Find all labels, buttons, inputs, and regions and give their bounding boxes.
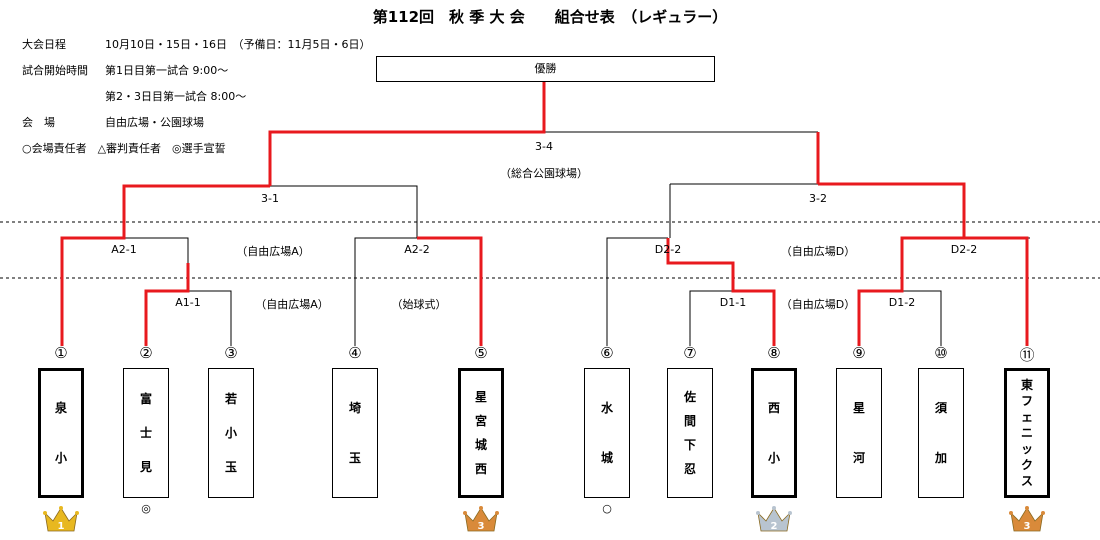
team-name-char: 須 xyxy=(934,401,947,415)
match-label-a2-2: A2-2 xyxy=(404,243,430,256)
team-name-char: 加 xyxy=(934,451,947,465)
venue-label: 会 場 xyxy=(22,116,55,129)
team-name-box: 若小玉 xyxy=(208,368,254,498)
schedule-label: 大会日程 xyxy=(22,38,66,51)
team-name-char: 西 xyxy=(767,401,780,415)
team-name-char: 間 xyxy=(683,414,696,428)
team-number: ④ xyxy=(348,344,362,362)
team-name-char: ッ xyxy=(1020,442,1033,456)
team-name-char: 城 xyxy=(474,438,487,452)
team-name-char: 小 xyxy=(224,426,237,440)
team-number: ① xyxy=(54,344,68,362)
crown-rank-label: 3 xyxy=(1024,521,1031,532)
team-name-char: 城 xyxy=(600,451,613,465)
team-name-char: 若 xyxy=(224,392,237,406)
team-name-box: 星宮城西 xyxy=(458,368,504,498)
match-label-a2-1: A2-1 xyxy=(111,243,137,256)
team-number: ⑨ xyxy=(852,344,866,362)
venue-final: （総合公園球場） xyxy=(500,167,588,180)
team-name-box: 水城 xyxy=(584,368,630,498)
team-name-char: ェ xyxy=(1020,410,1033,424)
start-time-value-2: 第2・3日目第一試合 8:00～ xyxy=(105,90,247,103)
team-name-char: 忍 xyxy=(683,462,696,476)
team-name-char: 星 xyxy=(852,401,865,415)
match-label-d1-1: D1-1 xyxy=(719,296,747,309)
team-name-char: フ xyxy=(1020,394,1033,408)
venue-value: 自由広場・公園球場 xyxy=(105,116,204,129)
team-number: ⑤ xyxy=(474,344,488,362)
page-title: 第112回 秋 季 大 会 組合せ表 （レギュラー） xyxy=(372,8,728,26)
match-label-semi-right: 3-2 xyxy=(809,192,827,205)
start-time-value-1: 第1日目第一試合 9:00～ xyxy=(105,64,229,77)
team-name-box: 須加 xyxy=(918,368,964,498)
team-name-char: ニ xyxy=(1020,426,1033,440)
team-number: ⑩ xyxy=(934,344,948,362)
start-time-label: 試合開始時間 xyxy=(22,64,88,77)
team-name-char: 河 xyxy=(852,451,865,465)
team-name-char: 小 xyxy=(767,451,780,465)
crown-rank-label: 1 xyxy=(58,521,65,532)
team-number: ⑧ xyxy=(767,344,781,362)
crown-icon: 3 xyxy=(463,506,499,532)
winner-path xyxy=(60,82,1029,346)
crown-rank-label: 2 xyxy=(771,521,778,532)
team-name-char: 水 xyxy=(600,401,613,415)
team-name-char: 玉 xyxy=(348,451,361,465)
crown-icon: 3 xyxy=(1009,506,1045,532)
crown-icon: 1 xyxy=(43,506,79,532)
team-number: ⑦ xyxy=(683,344,697,362)
responsibility-mark: ◎ xyxy=(141,502,151,515)
match-label-d2-2-left: D2-2 xyxy=(654,243,682,256)
team-number: ③ xyxy=(224,344,238,362)
team-name-char: 玉 xyxy=(224,460,237,474)
team-name-char: 星 xyxy=(474,390,487,404)
team-name-box: 西小 xyxy=(751,368,797,498)
match-label-a1-1: A1-1 xyxy=(175,296,201,309)
team-name-char: 泉 xyxy=(54,401,67,415)
match-label-semi-left: 3-1 xyxy=(261,192,279,205)
team-name-char: ク xyxy=(1020,458,1033,472)
team-name-box: 星河 xyxy=(836,368,882,498)
team-name-char: 佐 xyxy=(683,390,696,404)
team-number: ⑥ xyxy=(600,344,614,362)
match-label-d2-2-right: D2-2 xyxy=(950,243,978,256)
team-name-char: 下 xyxy=(683,438,696,452)
team-name-box: 東フェニックス xyxy=(1004,368,1050,498)
team-number: ② xyxy=(139,344,153,362)
team-name-char: 見 xyxy=(139,460,152,474)
match-label-final: 3-4 xyxy=(535,140,553,153)
venue-d-low: （自由広場D） xyxy=(780,298,856,311)
venue-a-low: （自由広場A） xyxy=(255,298,329,311)
team-name-char: 宮 xyxy=(474,414,487,428)
team-name-char: 士 xyxy=(139,426,152,440)
crown-rank-label: 3 xyxy=(478,521,485,532)
match-label-d1-2: D1-2 xyxy=(888,296,916,309)
team-name-box: 泉小 xyxy=(38,368,84,498)
team-name-box: 佐間下忍 xyxy=(667,368,713,498)
crown-icon: 2 xyxy=(756,506,792,532)
team-name-box: 埼玉 xyxy=(332,368,378,498)
champion-box: 優勝 xyxy=(376,56,715,82)
team-name-char: ス xyxy=(1020,474,1033,488)
team-name-char: 埼 xyxy=(348,401,361,415)
schedule-value: 10月10日・15日・16日 （予備日：11月5日・6日） xyxy=(105,38,371,51)
team-name-char: 西 xyxy=(474,462,487,476)
responsibility-mark: ○ xyxy=(602,502,612,515)
team-name-box: 富士見 xyxy=(123,368,169,498)
opening-ceremony-note: （始球式） xyxy=(391,298,447,311)
team-name-char: 小 xyxy=(54,451,67,465)
venue-d-top: （自由広場D） xyxy=(780,245,856,258)
team-name-char: 東 xyxy=(1020,378,1033,392)
legend-text: ○会場責任者 △審判責任者 ◎選手宣誓 xyxy=(22,142,226,155)
team-name-char: 富 xyxy=(139,392,152,406)
team-number: ⑪ xyxy=(1019,346,1035,364)
venue-a-top: （自由広場A） xyxy=(236,245,310,258)
